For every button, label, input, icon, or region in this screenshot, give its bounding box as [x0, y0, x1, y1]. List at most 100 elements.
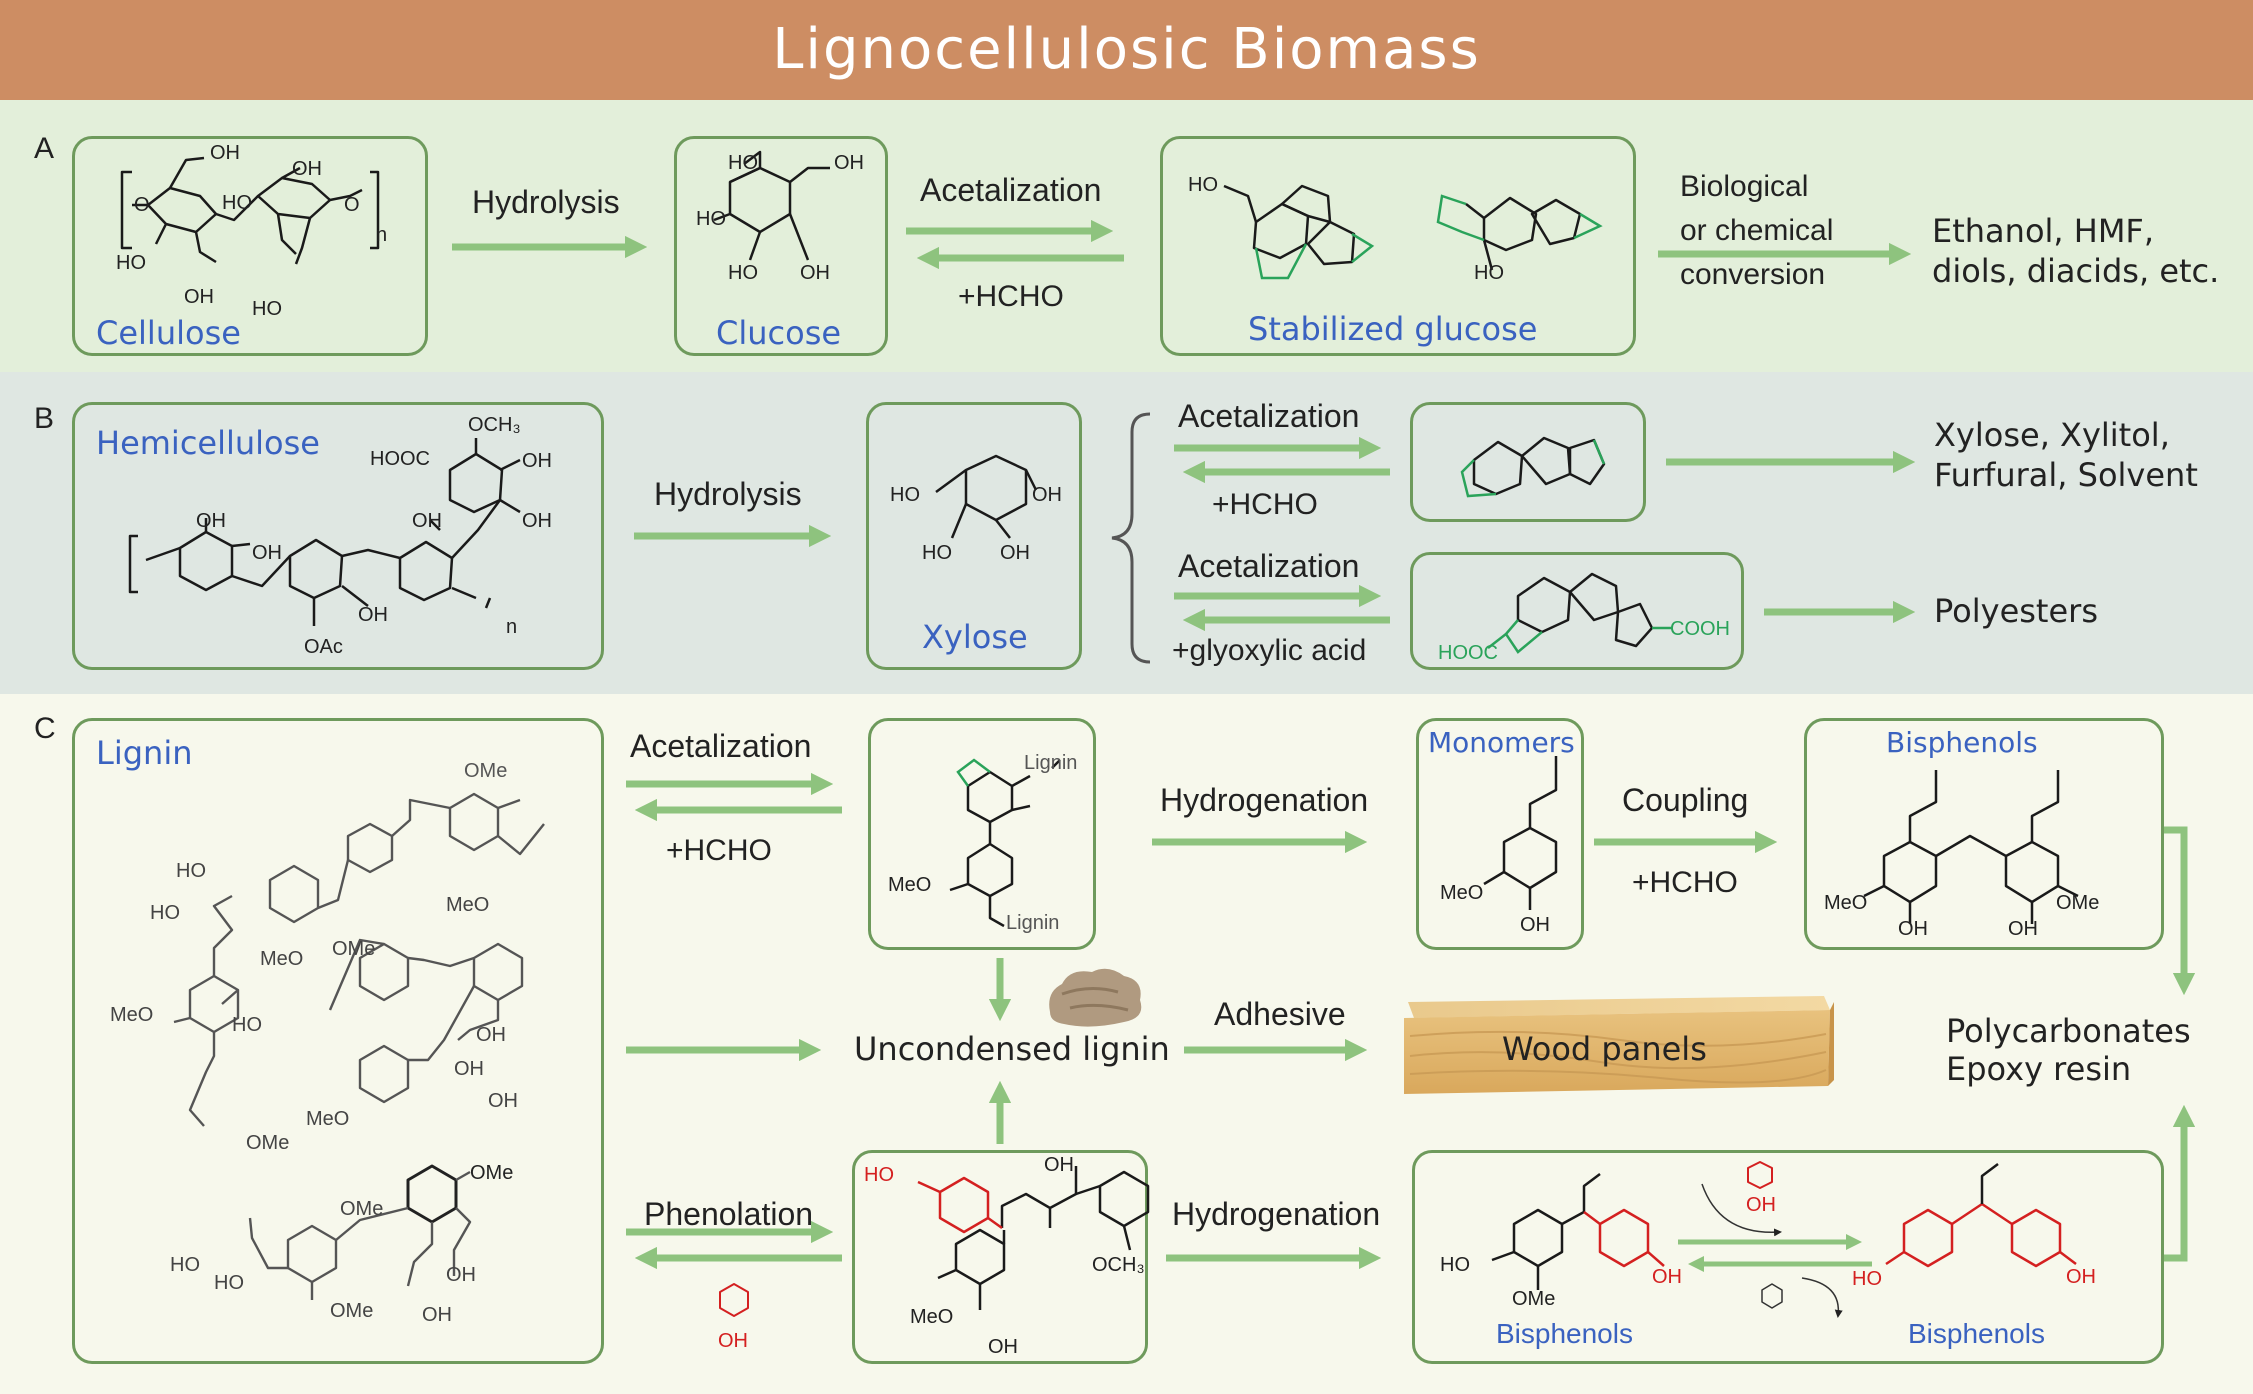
xylose-diacetal	[1472, 436, 1606, 496]
atom-label: HO	[890, 484, 920, 506]
cellulose-structure	[120, 156, 380, 265]
acetalization-b1-label: Acetalization	[1178, 398, 1360, 434]
atom-label: n	[506, 616, 518, 638]
panel-c	[0, 694, 2253, 1394]
atom-label: OH	[1746, 1194, 1776, 1216]
bisphenols-bottom-left-label: Bisphenols	[1496, 1318, 1633, 1349]
atom-label: HOOC	[370, 448, 430, 470]
xylose-diacetal-box	[1410, 402, 1646, 522]
bisphenols-top-box	[1804, 718, 2164, 950]
products-a-line-2: diols, diacids, etc.	[1932, 252, 2220, 290]
atom-label: OH	[292, 158, 322, 180]
final-products-line-1: Polycarbonates	[1946, 1012, 2191, 1050]
atom-label: OH	[196, 510, 226, 532]
atom-label: HO	[922, 542, 952, 564]
stabilized-glucose-box	[1160, 136, 1636, 356]
hcho-c2-label: +HCHO	[1632, 866, 1738, 899]
bisphenols-top-label: Bisphenols	[1886, 726, 2038, 759]
atom-label: OMe	[340, 1198, 384, 1220]
conversion-label-3: conversion	[1680, 258, 1826, 291]
hemicellulose-box	[72, 402, 604, 670]
glucose-box	[674, 136, 888, 356]
stabilized-glucose-2	[1465, 196, 1582, 271]
products-b1-line-1: Xylose, Xylitol,	[1934, 416, 2170, 454]
atom-label: HO	[222, 192, 252, 214]
cellulose-label: Cellulose	[96, 314, 241, 352]
xylose-structure	[935, 454, 1038, 539]
xylose-glyoxylic-acetal-box	[1410, 552, 1744, 670]
atom-label: OH	[834, 152, 864, 174]
atom-label: Lignin	[1024, 752, 1078, 774]
atom-label: HOOC	[1438, 642, 1498, 664]
brace	[1111, 412, 1151, 664]
atom-label: OMe	[470, 1162, 514, 1184]
atom-label: OH	[718, 1330, 748, 1352]
atom-label: OH	[800, 262, 830, 284]
atom-label: HO	[1188, 174, 1218, 196]
lignin-box	[72, 718, 604, 1364]
atom-label: HO	[150, 902, 180, 924]
atom-label: HO	[252, 298, 282, 320]
bisphenols-bottom-right-label: Bisphenols	[1908, 1318, 2045, 1349]
atom-label: HO	[864, 1164, 894, 1186]
atom-label: OH	[446, 1264, 476, 1286]
hydrolysis-b-label: Hydrolysis	[654, 476, 802, 512]
atom-label: HO	[728, 152, 758, 174]
atom-label: OH	[1520, 914, 1550, 936]
products-b2-label: Polyesters	[1934, 592, 2098, 630]
atom-label: HO	[176, 860, 206, 882]
atom-label: OH	[454, 1058, 484, 1080]
atom-label: HO	[116, 252, 146, 274]
atom-label: OMe	[464, 760, 508, 782]
phenolated-lignin-structure	[937, 1166, 1150, 1310]
atom-label: Lignin	[1006, 912, 1060, 934]
atom-label: COOH	[1670, 618, 1730, 640]
atom-label: MeO	[888, 874, 932, 896]
atom-label: OH	[358, 604, 388, 626]
atom-label: OMe	[1512, 1288, 1556, 1310]
glucose-structure	[713, 150, 830, 261]
monomers-label: Monomers	[1428, 726, 1575, 759]
atom-label: OH	[422, 1304, 452, 1326]
atom-label: OH	[2008, 918, 2038, 940]
hydrogenation-c2-label: Hydrogenation	[1172, 1196, 1381, 1232]
bisphenol-top-structure	[1863, 770, 2079, 924]
xylose-box	[866, 402, 1082, 670]
acetal-lignin-box	[868, 718, 1096, 950]
atom-label: OH	[476, 1024, 506, 1046]
atom-label: OH	[1000, 542, 1030, 564]
section-letter-b: B	[34, 402, 55, 435]
wood-panels-image	[1404, 996, 1834, 1094]
atom-label: MeO	[446, 894, 490, 916]
section-letter-c: C	[34, 712, 56, 745]
atom-label: OCH₃	[468, 414, 521, 436]
hcho-b-label: +HCHO	[1212, 488, 1318, 521]
atom-label: OH	[1652, 1266, 1682, 1288]
section-letter-a: A	[34, 132, 55, 165]
xylose-label: Xylose	[922, 618, 1028, 656]
atom-label: HO	[728, 262, 758, 284]
atom-label: O	[344, 194, 360, 216]
atom-label: MeO	[1440, 882, 1484, 904]
atom-label: HO	[1440, 1254, 1470, 1276]
uncondensed-lignin-label: Uncondensed lignin	[854, 1030, 1170, 1068]
hydrogenation-c1-label: Hydrogenation	[1160, 782, 1369, 818]
atom-label: MeO	[306, 1108, 350, 1130]
phenolated-lignin-box	[852, 1150, 1148, 1364]
hydrolysis-a-label: Hydrolysis	[472, 184, 620, 220]
products-b1-line-2: Furfural, Solvent	[1934, 456, 2198, 494]
atom-label: HO	[170, 1254, 200, 1276]
conversion-label-2: or chemical	[1680, 214, 1834, 247]
atom-label: OH	[2066, 1266, 2096, 1288]
atom-label: OH	[488, 1090, 518, 1112]
atom-label: OH	[1032, 484, 1062, 506]
atom-label: O	[134, 194, 150, 216]
atom-label: HO	[1474, 262, 1504, 284]
final-products-line-2: Epoxy resin	[1946, 1050, 2132, 1088]
acetalization-b2-label: Acetalization	[1178, 548, 1360, 584]
atom-label: HO	[696, 208, 726, 230]
atom-label: MeO	[110, 1004, 154, 1026]
lignin-polymer-structure	[173, 792, 545, 1300]
acetalization-a-label: Acetalization	[920, 172, 1102, 208]
